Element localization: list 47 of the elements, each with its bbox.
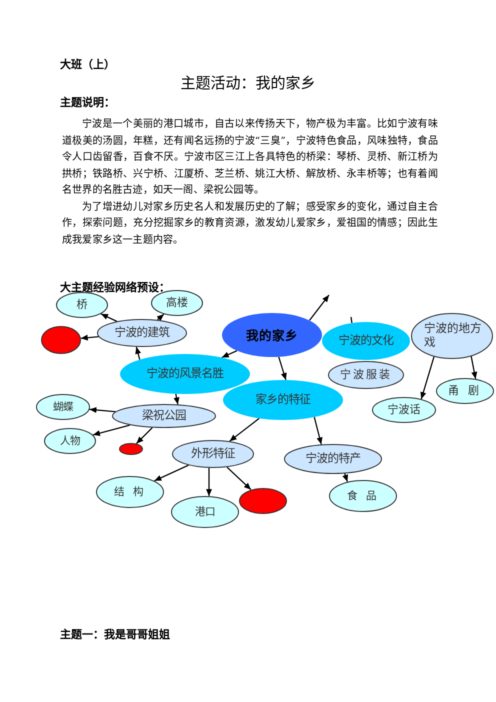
arrow <box>100 313 118 322</box>
topic-ellipse: 宁波的建筑 <box>97 319 187 347</box>
topic-ellipse: 宁波服装 <box>328 361 404 389</box>
arrow <box>309 294 330 321</box>
topic-ellipse: 宁波话 <box>372 397 436 423</box>
topic-ellipse: 港口 <box>171 496 239 528</box>
arrow <box>136 427 153 444</box>
arrow <box>314 416 322 445</box>
class-label: 大班（上） <box>60 58 115 72</box>
arrow <box>226 466 252 490</box>
paragraph: 为了增进幼儿对家乡历史名人和发展历史的了解；感受家乡的变化，通过自主合作，探索问题，充分挖掘家乡的教育资源，激发幼儿爱家乡，爱祖国的情感；因此生成我爱家乡这一主题内容。 <box>62 200 438 248</box>
topic-ellipse: 蝴蝶 <box>36 394 90 420</box>
arrow <box>342 473 348 482</box>
topic-ellipse: 宁波的风景名胜 <box>120 354 250 394</box>
arrow <box>156 314 164 322</box>
arrow <box>206 468 212 496</box>
blank-ellipse <box>41 326 81 354</box>
topic-ellipse: 结 构 <box>96 476 164 508</box>
arrow <box>80 334 99 341</box>
arrow <box>174 394 180 405</box>
arrow <box>278 356 287 380</box>
topic-ellipse: 宁波的文化 <box>322 322 410 360</box>
topic-ellipse: 食 品 <box>329 480 397 512</box>
topic-ellipse: 甬 剧 <box>436 378 494 404</box>
topic-ellipse: 我的家乡 <box>222 313 322 357</box>
section-heading: 主题说明： <box>60 96 115 110</box>
topic-ellipse: 宁波的地方戏 <box>411 313 493 359</box>
blank-ellipse <box>239 488 287 514</box>
page-title: 主题活动：我的家乡 <box>180 74 316 93</box>
blank-ellipse <box>119 443 143 455</box>
arrow <box>229 418 260 442</box>
topic-ellipse: 宁波的特产 <box>284 444 382 474</box>
arrow <box>135 346 142 360</box>
arrow <box>89 407 116 413</box>
topic-ellipse: 家乡的特征 <box>223 380 343 420</box>
topic-ellipse: 桥 <box>56 292 108 318</box>
connector-line <box>350 316 352 324</box>
arrow <box>420 356 435 400</box>
section-heading: 主题一：我是哥哥姐姐 <box>60 628 170 642</box>
topic-ellipse: 梁祝公园 <box>112 404 216 428</box>
arrow <box>222 350 238 358</box>
arrow <box>470 356 478 380</box>
arrow <box>92 424 130 436</box>
arrow <box>154 464 189 482</box>
topic-ellipse: 人物 <box>44 428 96 454</box>
paragraph: 宁波是一个美丽的港口城市，自古以来传扬天下，物产极为丰富。比如宁波有味道极美的汤圆，年糕，还有闻名远扬的宁波“三臭”，宁波特色食品，风味独特，食品令人口齿留香，百食不厌。宁波市区三江上各具特色的桥梁：琴桥、灵桥、新江桥为拱桥；铁路桥、兴宁桥、江厦桥、芝兰桥、姚江大桥、解放桥、永丰桥等；也有着闻名世界的名胜古迹，如天一阁、梁祝公园等。 <box>62 117 438 198</box>
topic-ellipse: 外形特征 <box>172 440 254 468</box>
